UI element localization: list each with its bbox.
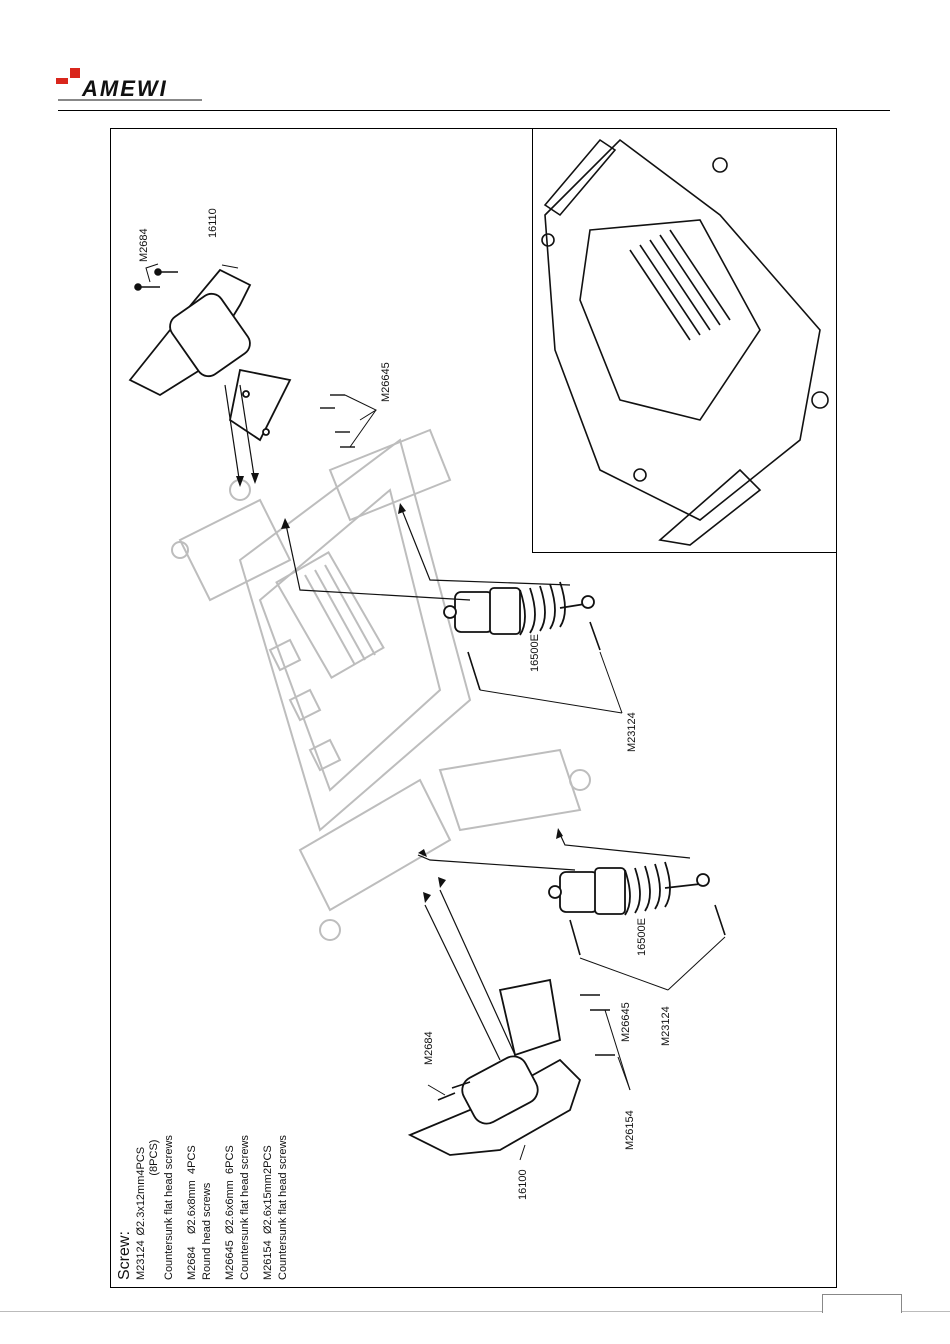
callout-m2684-top: M2684 (138, 228, 150, 262)
legend-desc: Countersunk flat head screws (239, 1110, 252, 1280)
legend-qty: 4PCS (186, 1145, 199, 1174)
legend-desc: Countersunk flat head screws (163, 1110, 176, 1280)
legend-code: M23124 (135, 1236, 161, 1280)
legend-qty: 2PCS (262, 1145, 275, 1174)
screw-legend: Screw: M23124 Ø2.3x12mm 4PCS (8PCS) Coun… (118, 1110, 368, 1280)
top-shock-16500e (444, 582, 594, 635)
callout-16100: 16100 (517, 1169, 529, 1200)
legend-code: M26645 (224, 1234, 237, 1280)
callout-16110: 16110 (207, 208, 219, 238)
legend-row: M23124 Ø2.3x12mm 4PCS (8PCS) (135, 1110, 161, 1280)
legend-code: M2684 (186, 1234, 199, 1280)
callout-m26645-top: M26645 (380, 362, 392, 402)
arrow-heads (236, 473, 563, 903)
legend-size: Ø2.6x8mm (186, 1174, 199, 1234)
callout-16500e-bottom: 16500E (636, 918, 648, 956)
assembly-arrows (225, 385, 690, 1060)
callout-m26645-bottom: M26645 (620, 1002, 632, 1042)
page-number-tab (822, 1294, 902, 1313)
legend-size: Ø2.3x12mm (135, 1176, 161, 1236)
bottom-bumper-16100 (410, 980, 580, 1155)
footer-divider (0, 1311, 950, 1312)
legend-code: M26154 (262, 1234, 275, 1280)
callout-m23124-top: M23124 (626, 712, 638, 752)
legend-size: Ø2.6x15mm (262, 1174, 275, 1234)
legend-qty: 4PCS (8PCS) (135, 1110, 161, 1176)
top-bumper-16110 (130, 270, 290, 440)
chassis-ghost (172, 430, 590, 940)
legend-row: M2684 Ø2.6x8mm 4PCS (186, 1110, 199, 1280)
assembled-car-illustration (542, 140, 828, 545)
callout-m2684-bottom: M2684 (423, 1031, 435, 1065)
callout-leaders (146, 264, 725, 1160)
legend-title: Screw: (118, 1110, 131, 1280)
legend-qty: 6PCS (224, 1145, 237, 1174)
legend-row: M26154 Ø2.6x15mm 2PCS (262, 1110, 275, 1280)
top-screws-m26645 (320, 395, 355, 447)
top-screws-m2684 (135, 269, 178, 290)
callout-16500e-top: 16500E (529, 634, 541, 672)
callout-m23124-bottom: M23124 (660, 1006, 672, 1046)
legend-desc: Countersunk flat head screws (277, 1110, 290, 1280)
legend-desc: Round head screws (201, 1110, 214, 1280)
legend-row: M26645 Ø2.6x6mm 6PCS (224, 1110, 237, 1280)
legend-size: Ø2.6x6mm (224, 1174, 237, 1234)
callout-m26154: M26154 (624, 1110, 636, 1150)
